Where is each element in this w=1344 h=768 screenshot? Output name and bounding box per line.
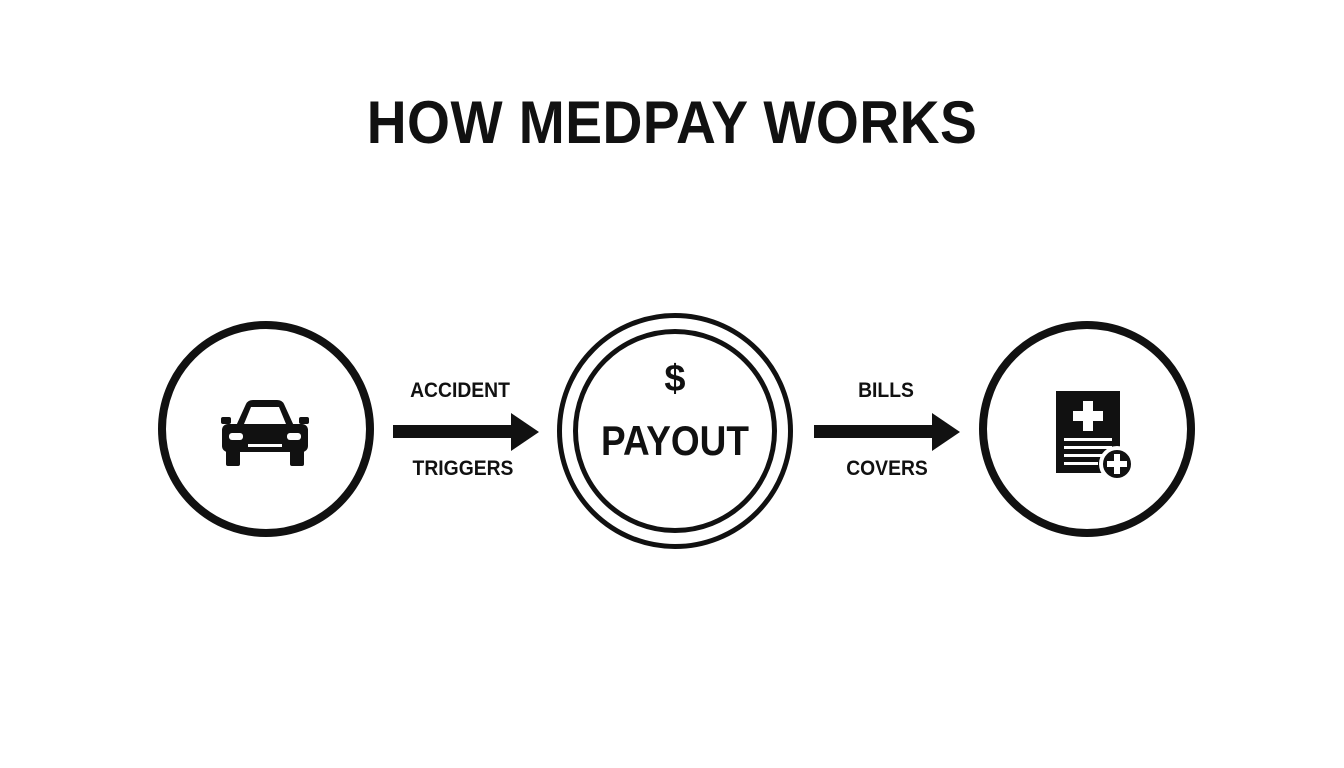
bills-node (979, 321, 1195, 537)
payout-coin-outer-ring (557, 313, 793, 549)
payout-label: PAYOUT (601, 417, 749, 464)
dollar-sign: $ (664, 358, 686, 400)
arrow-1-top-label: ACCIDENT (410, 379, 510, 402)
arrow-2-top-label: BILLS (858, 379, 914, 402)
arrow-2-bottom-label: COVERS (846, 457, 928, 480)
arrow-right-icon (814, 413, 960, 451)
arrow-right-icon (393, 413, 539, 451)
arrow-1-bottom-label: TRIGGERS (412, 457, 514, 480)
car-icon (221, 400, 309, 466)
accident-node (158, 321, 374, 537)
payout-coin-inner-ring (573, 329, 777, 533)
diagram-title: HOW MEDPAY WORKS (366, 89, 978, 156)
medical-bill-icon (1056, 391, 1135, 481)
